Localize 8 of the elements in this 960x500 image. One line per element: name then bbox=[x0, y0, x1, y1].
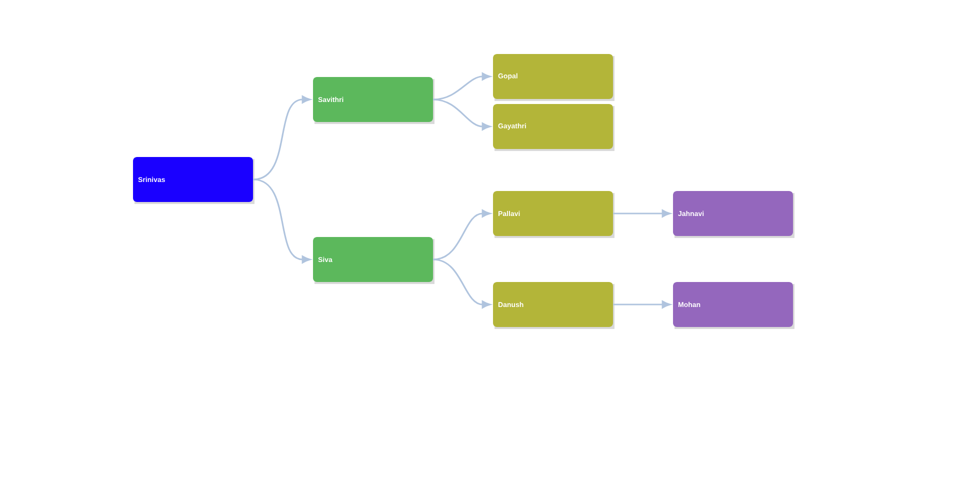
arrow bbox=[613, 300, 671, 308]
arrow bbox=[253, 178, 311, 264]
arrow bbox=[613, 210, 671, 218]
arrow bbox=[433, 258, 491, 308]
arrow bbox=[253, 96, 311, 180]
arrow bbox=[433, 98, 491, 130]
arrow bbox=[433, 72, 491, 100]
arrow bbox=[433, 210, 491, 260]
